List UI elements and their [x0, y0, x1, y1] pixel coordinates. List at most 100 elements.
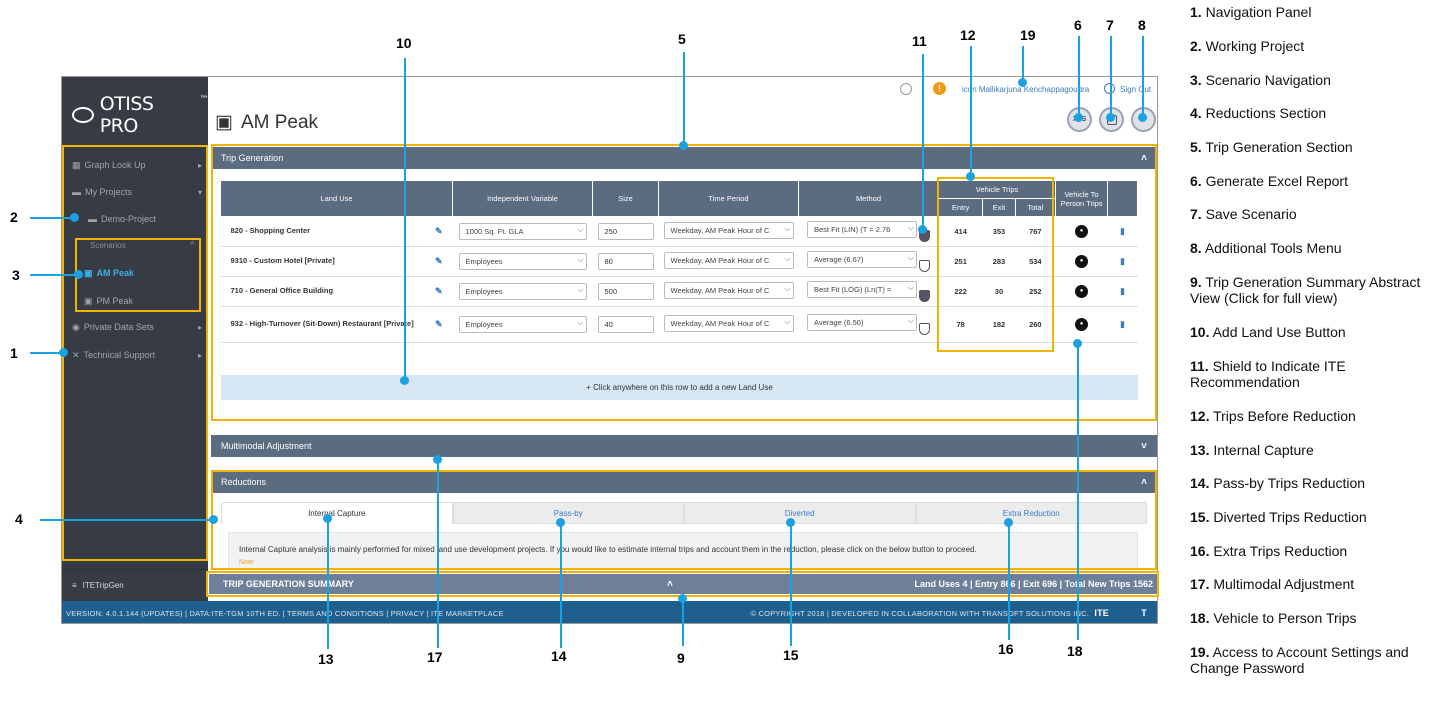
trash-icon[interactable]: ▮ — [1120, 226, 1125, 236]
size-input[interactable]: 250 — [597, 223, 654, 240]
independent-variable-select[interactable]: Employees — [458, 316, 587, 333]
sidebar-item-demo-project[interactable]: ▬Demo-Project — [62, 206, 208, 232]
footer-links[interactable]: VERSION: 4.0.1.144 (UPDATES) | DATA:ITE-… — [66, 608, 504, 618]
callout-11: 11 — [912, 33, 927, 49]
col-exit: Exit — [982, 198, 1016, 217]
callout-dot — [1073, 339, 1082, 348]
size-input[interactable]: 80 — [597, 253, 654, 270]
legend-text: Internal Capture — [1213, 442, 1314, 458]
sidebar-item-graph-look-up[interactable]: ▦Graph Look Up▸ — [62, 152, 208, 178]
legend-text: Working Project — [1205, 38, 1305, 54]
sidebar-item-technical-support[interactable]: ✕Technical Support▸ — [62, 342, 208, 368]
v2p-cell: ● — [1055, 276, 1108, 307]
independent-variable-select[interactable]: 1000 Sq. Ft. GLA — [458, 223, 587, 240]
edit-icon[interactable]: ✎ — [434, 319, 443, 329]
time-period-select[interactable]: Weekday, AM Peak Hour of C — [663, 282, 794, 299]
legend-item: 8. Additional Tools Menu — [1190, 240, 1342, 256]
legend-item: 14. Pass-by Trips Reduction — [1190, 475, 1365, 491]
callout-dot — [209, 515, 218, 524]
action-cell: ▮ — [1107, 246, 1138, 277]
edit-icon[interactable]: ✎ — [434, 226, 443, 236]
callout-dot — [1004, 518, 1013, 527]
var-cell: Employees — [452, 276, 593, 307]
chevron-down-icon: ▾ — [197, 187, 202, 197]
chevron-up-icon: ˄ — [1141, 476, 1147, 488]
signout-link[interactable]: Sign Out — [1120, 85, 1152, 94]
tab-pass-by[interactable]: Pass-by — [452, 502, 684, 524]
edit-icon[interactable]: ✎ — [434, 256, 443, 266]
land-use-cell: ✎932 - High-Turnover (Sit-Down) Restaura… — [220, 306, 453, 343]
trip-summary-bar[interactable]: TRIP GENERATION SUMMARY˄Land Uses 4 | En… — [209, 574, 1157, 594]
ite-logo: ITE — [1094, 608, 1109, 618]
legend-item: 4. Reductions Section — [1190, 105, 1326, 121]
land-use-name: 9310 - Custom Hotel [Private] — [230, 256, 335, 265]
table-row: 820 - Shopping Center✎ 1000 Sq. Ft. GLA … — [220, 216, 1138, 247]
time-period-select[interactable]: Weekday, AM Peak Hour of C — [663, 252, 794, 269]
callout-dot — [59, 348, 68, 357]
tab-diverted[interactable]: Diverted — [684, 502, 916, 524]
entry-cell: 222 — [938, 276, 983, 307]
size-cell: 80 — [592, 246, 659, 277]
legend-item: 11. Shield to Indicate ITE Recommendatio… — [1190, 358, 1390, 390]
callout-line — [327, 517, 329, 649]
summary-stats: Land Uses 4 | Entry 866 | Exit 696 | Tot… — [914, 579, 1154, 589]
person-trips-icon[interactable]: ● — [1075, 255, 1088, 268]
time-period-select[interactable]: Weekday, AM Peak Hour of C — [663, 315, 794, 332]
method-select[interactable]: Best Fit (LOG) (Ln(T) = — [807, 280, 917, 298]
legend-item: 15. Diverted Trips Reduction — [1190, 509, 1367, 525]
total-cell: 534 — [1015, 246, 1056, 277]
entry-cell: 414 — [938, 216, 983, 247]
add-land-use-row[interactable]: + Click anywhere on this row to add a ne… — [221, 375, 1138, 400]
legend-item: 12. Trips Before Reduction — [1190, 408, 1356, 424]
sidebar-item-am-peak[interactable]: ▣AM Peak — [62, 260, 208, 286]
reductions-header[interactable]: Reductions˄ — [211, 471, 1157, 493]
independent-variable-select[interactable]: Employees — [458, 253, 587, 270]
tab-internal-capture[interactable]: Internal Capture — [221, 502, 453, 524]
person-trips-icon[interactable]: ● — [1075, 318, 1088, 331]
callout-2: 2 — [10, 209, 18, 225]
method-select[interactable]: Best Fit (LIN) (T = 2.76 — [807, 220, 917, 238]
trash-icon[interactable]: ▮ — [1120, 319, 1125, 329]
legend-text: Save Scenario — [1205, 206, 1297, 222]
trip-generation-header[interactable]: Trip Generation˄ — [211, 147, 1157, 169]
shield-icon — [919, 260, 930, 272]
legend-num: 5. — [1190, 139, 1202, 155]
sidebar-item-label: PM Peak — [96, 296, 134, 306]
folder-icon: ▬ — [72, 187, 81, 197]
independent-variable-select[interactable]: Employees — [458, 283, 587, 300]
size-input[interactable]: 500 — [597, 283, 654, 300]
legend-item: 17. Multimodal Adjustment — [1190, 576, 1354, 592]
size-input[interactable]: 40 — [597, 316, 654, 333]
period-cell: Weekday, AM Peak Hour of C — [658, 216, 799, 247]
sidebar-item-my-projects[interactable]: ▬My Projects▾ — [62, 179, 208, 205]
person-trips-icon[interactable]: ● — [1075, 285, 1088, 298]
time-period-select[interactable]: Weekday, AM Peak Hour of C — [663, 222, 794, 239]
sidebar-item-label: AM Peak — [96, 268, 135, 278]
account-link[interactable]: icon Mallikarjuna Kenchappagoudra — [962, 85, 1090, 94]
sidebar-item-private-data-sets[interactable]: ◉Private Data Sets▸ — [62, 314, 208, 340]
transoft-logo: T — [1141, 608, 1147, 618]
edit-icon[interactable]: ✎ — [434, 286, 443, 296]
exit-cell: 182 — [982, 306, 1016, 343]
nav-panel-highlight — [62, 145, 208, 561]
trash-icon[interactable]: ▮ — [1120, 286, 1125, 296]
size-cell: 40 — [592, 306, 659, 343]
trash-icon[interactable]: ▮ — [1120, 256, 1125, 266]
alert-icon[interactable]: ! — [933, 82, 946, 95]
callout-3: 3 — [12, 267, 20, 283]
legend-text: Pass-by Trips Reduction — [1213, 475, 1366, 491]
callout-12: 12 — [960, 27, 976, 43]
multimodal-header[interactable]: Multimodal Adjustment˅ — [211, 435, 1157, 457]
notification-icon[interactable] — [900, 83, 912, 95]
method-select[interactable]: Average (6.67) — [807, 250, 917, 268]
briefcase-icon: ▣ — [84, 295, 93, 306]
callout-10: 10 — [396, 35, 412, 51]
sidebar-item-pm-peak[interactable]: ▣PM Peak — [62, 288, 208, 314]
period-cell: Weekday, AM Peak Hour of C — [658, 276, 799, 307]
person-trips-icon[interactable]: ● — [1075, 225, 1088, 238]
legend-num: 17. — [1190, 576, 1210, 592]
tab-extra-reduction[interactable]: Extra Reduction — [915, 502, 1147, 524]
method-select[interactable]: Average (6.50) — [807, 313, 917, 331]
ite-tripgen-brand: ≡ITETripGen — [62, 569, 208, 601]
action-cell: ▮ — [1107, 276, 1138, 307]
